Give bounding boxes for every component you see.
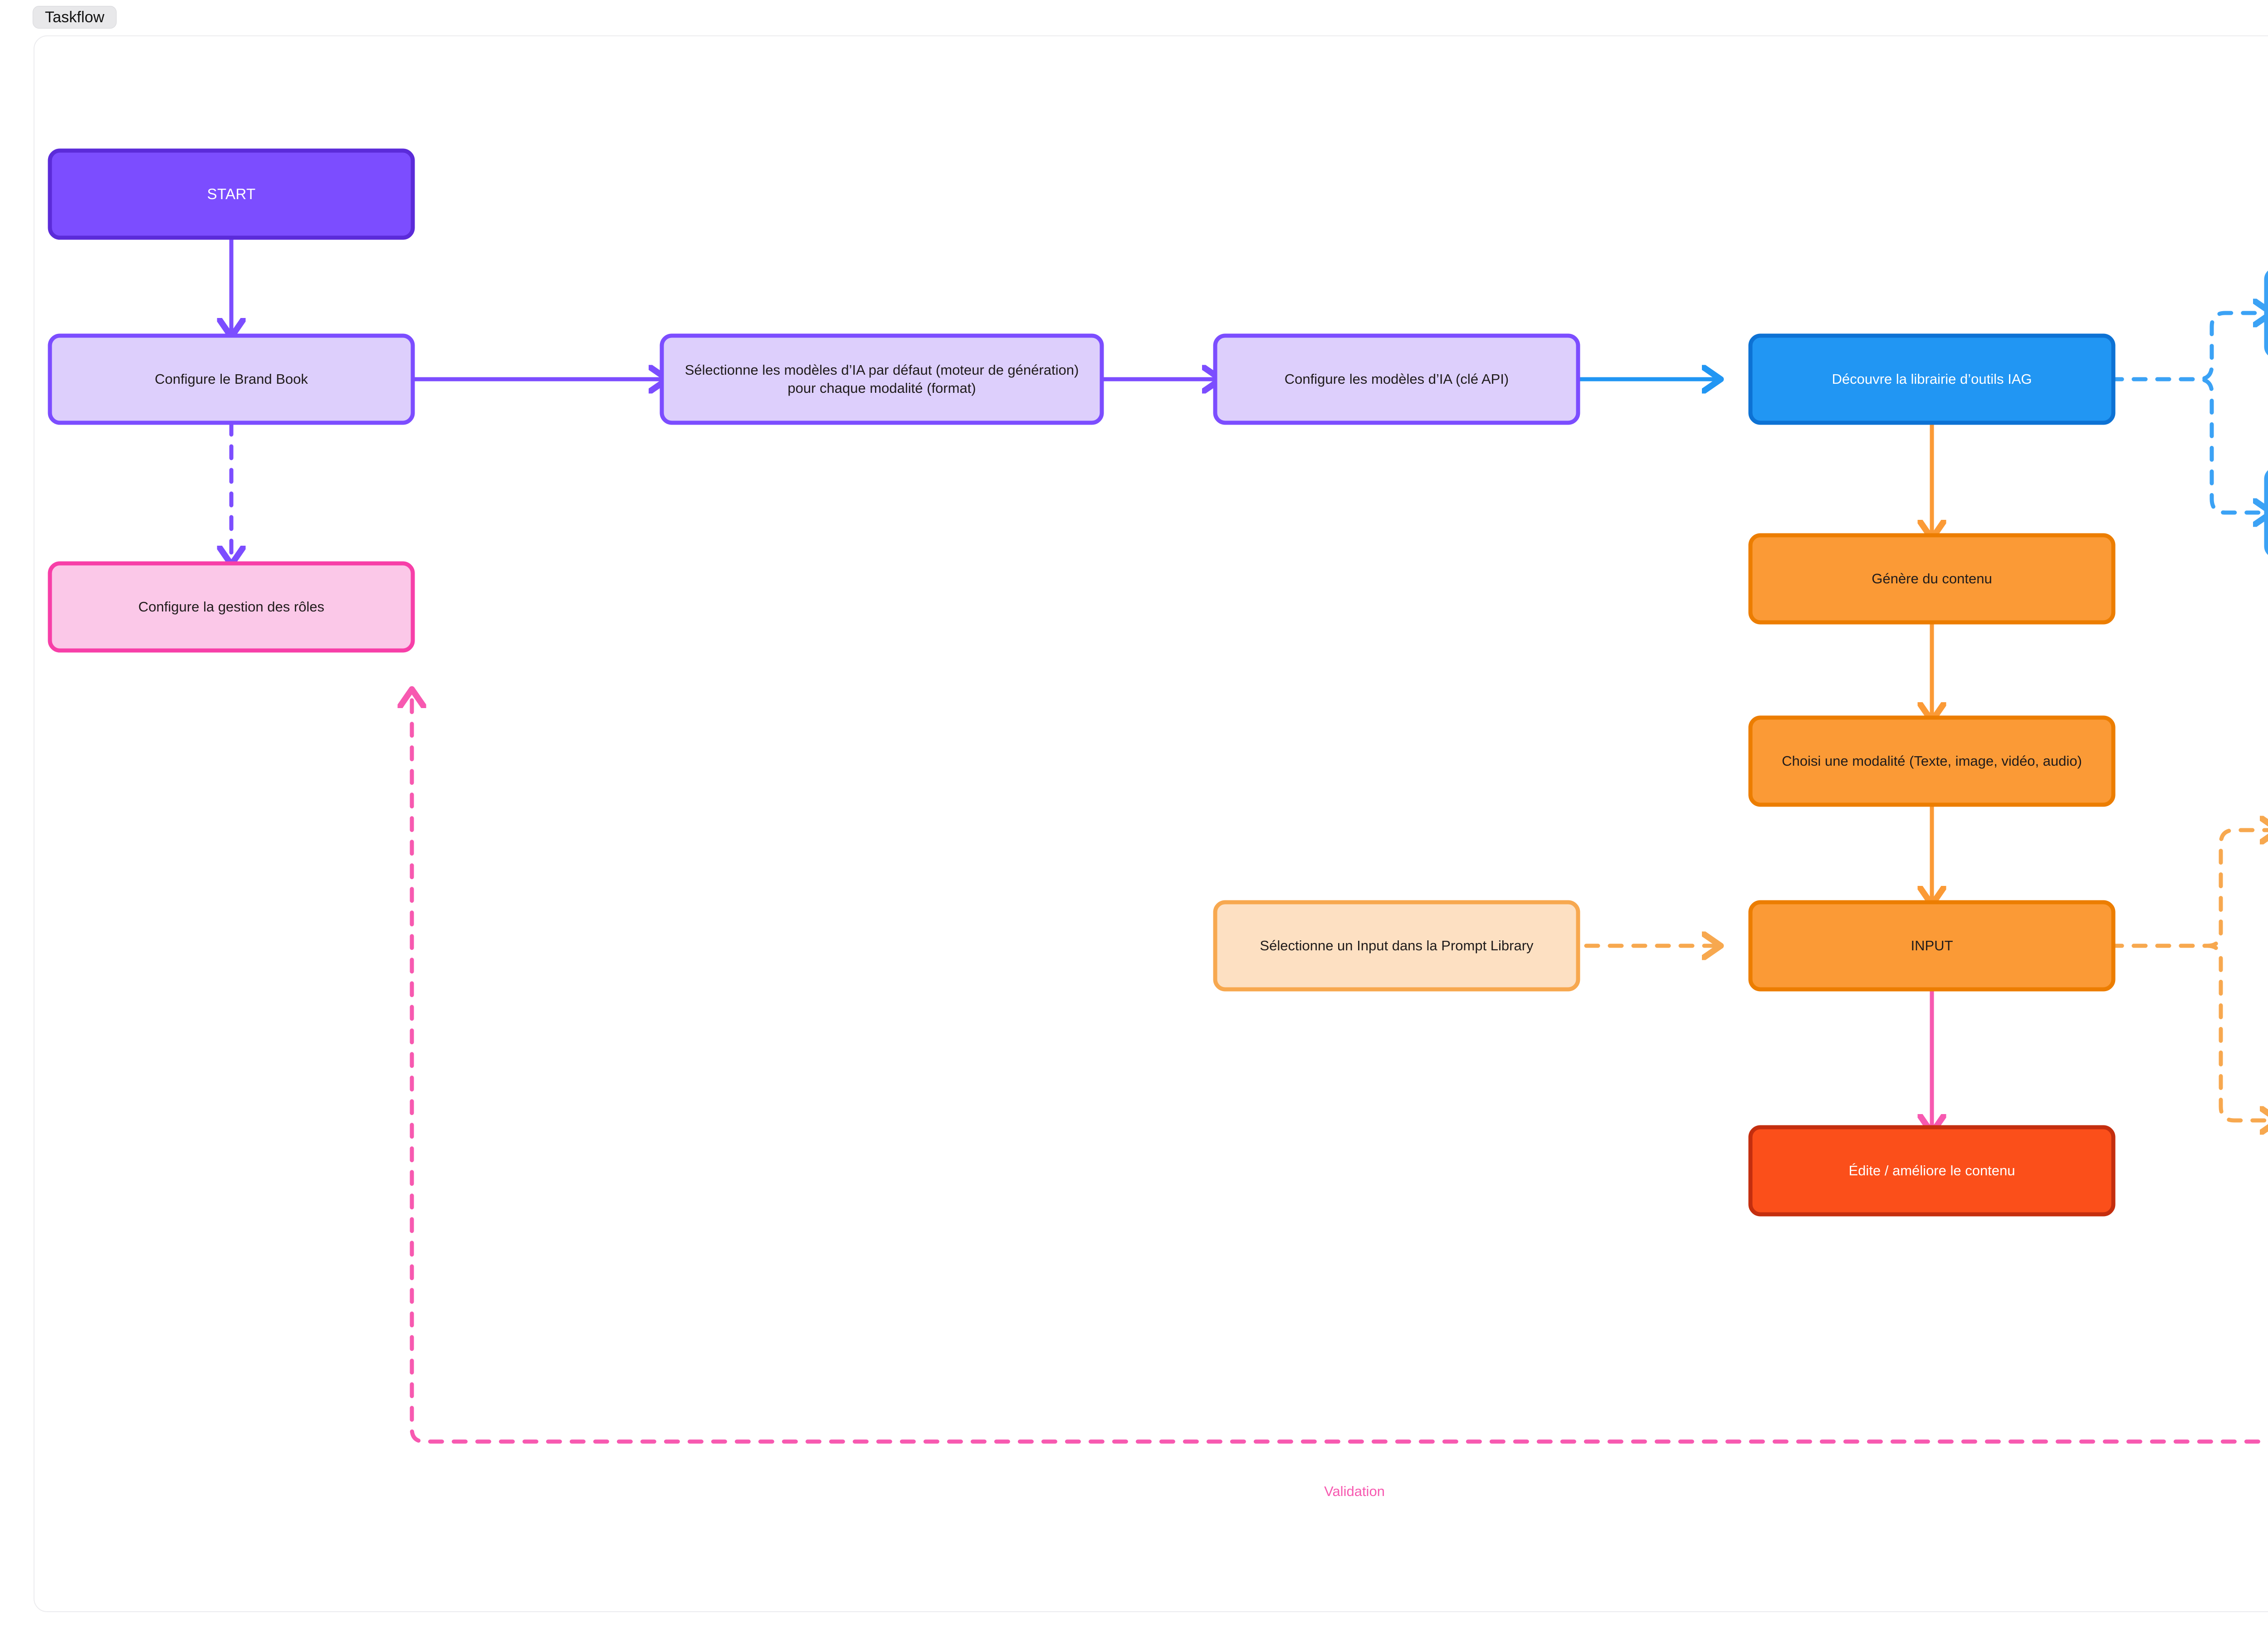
node-addtools[interactable] [2264,269,2268,357]
edge-input-to-savebrand [1919,944,2268,1120]
node-trytools[interactable] [2264,469,2268,556]
tab-bar: Taskflow [33,4,117,31]
node-start[interactable] [48,148,415,240]
edge-label-validation: Validation [1324,1483,1385,1499]
node-apikeys[interactable] [1213,333,1580,425]
node-roles[interactable] [48,561,415,653]
edge-toollibrary-to-trytools [1919,377,2268,513]
node-promptlib[interactable] [1213,900,1580,992]
node-defaultmodels[interactable] [660,333,1104,425]
edges-layer [231,235,2268,1444]
node-modality[interactable] [1748,715,2116,807]
tab-taskflow[interactable]: Taskflow [33,6,117,29]
node-brandbook[interactable] [48,333,415,425]
edge-savebrand-to-roles [412,695,2268,1444]
node-input[interactable] [1748,900,2116,992]
flowchart-svg [48,148,2268,1444]
nodes-layer [48,148,2268,1217]
flowchart-canvas[interactable]: START Configure le Brand Book Configure … [34,35,2268,1612]
node-toollibrary[interactable] [1748,333,2116,425]
node-generate[interactable] [1748,533,2116,625]
node-edit[interactable] [1748,1125,2116,1217]
